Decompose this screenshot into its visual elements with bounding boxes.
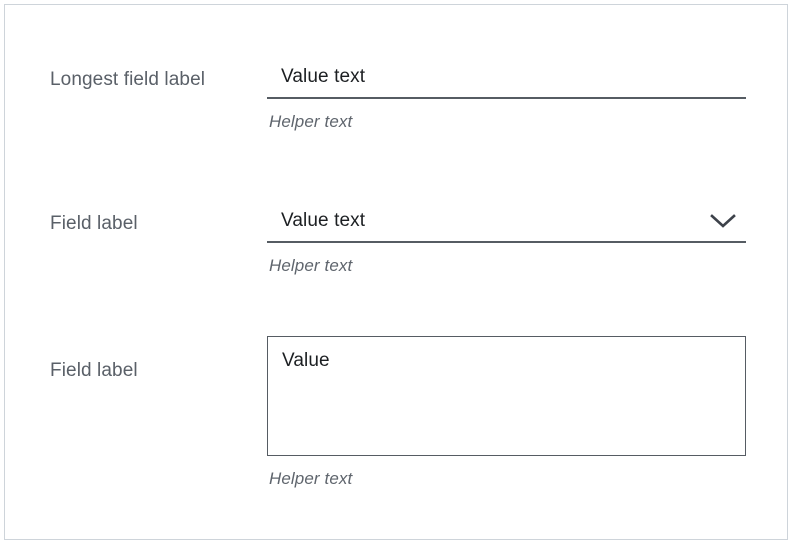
field-label-select: Field label (50, 213, 138, 234)
textarea-input-value: Value (282, 350, 330, 371)
select-input[interactable]: Value text (267, 201, 746, 243)
text-input[interactable]: Value text (267, 57, 746, 99)
textarea-input[interactable]: Value (267, 336, 746, 456)
helper-text-textarea: Helper text (269, 469, 353, 488)
field-control-text-input: Value text Helper text (267, 57, 746, 132)
form-panel: Longest field label Value text Helper te… (4, 4, 788, 540)
helper-text-select: Helper text (269, 256, 353, 275)
field-label-textarea: Field label (50, 360, 138, 381)
field-control-select: Value text Helper text (267, 201, 746, 276)
form-field-stack: Longest field label Value text Helper te… (5, 5, 787, 539)
helper-text-text-input: Helper text (269, 112, 353, 131)
field-control-textarea: Value Helper text (267, 336, 746, 489)
field-label-longest: Longest field label (50, 69, 206, 90)
select-input-value: Value text (281, 210, 366, 231)
chevron-down-icon[interactable] (706, 209, 740, 233)
text-input-value: Value text (281, 66, 366, 87)
